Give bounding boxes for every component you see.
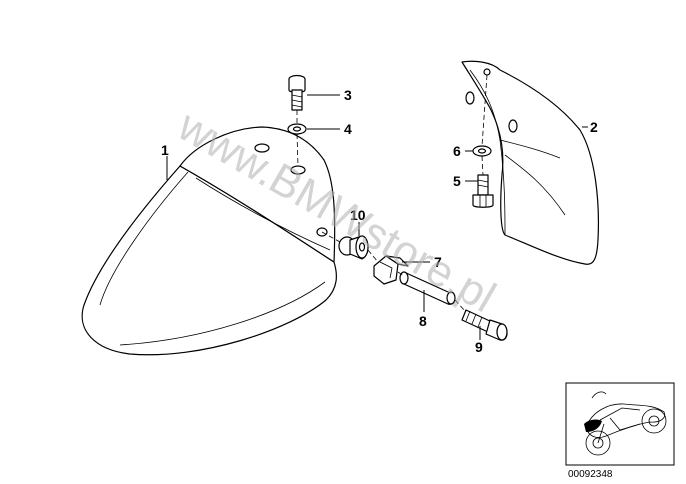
front-fender-part[interactable] <box>81 126 337 356</box>
bolt-9-part[interactable] <box>461 309 508 341</box>
motorcycle-icon <box>584 391 667 456</box>
callout-9: 9 <box>475 339 483 355</box>
leader-lines <box>166 94 588 340</box>
thumbnail-code: 00092348 <box>568 469 613 480</box>
washer-6-part[interactable] <box>472 145 492 157</box>
callout-6: 6 <box>453 143 461 159</box>
clip-nut-7-part[interactable] <box>373 255 409 285</box>
callout-1: 1 <box>161 142 169 158</box>
washer-4-part[interactable] <box>287 123 307 135</box>
callout-labels: 3 4 1 2 6 5 10 7 8 9 <box>161 87 598 355</box>
callout-7: 7 <box>434 254 442 270</box>
hugger-part[interactable] <box>461 60 599 265</box>
sleeve-8-part[interactable] <box>399 271 456 305</box>
bolt-5-part[interactable] <box>472 174 494 208</box>
motorcycle-thumbnail[interactable]: 00092348 <box>565 382 675 480</box>
callout-10: 10 <box>350 207 366 223</box>
callout-2: 2 <box>590 119 598 135</box>
callout-3: 3 <box>344 87 352 103</box>
callout-5: 5 <box>453 173 461 189</box>
assembly-lines <box>296 74 488 313</box>
bolt-3-part[interactable] <box>288 74 306 111</box>
grommet-10-part[interactable] <box>338 235 369 260</box>
callout-8: 8 <box>419 313 427 329</box>
callout-4: 4 <box>344 121 352 137</box>
